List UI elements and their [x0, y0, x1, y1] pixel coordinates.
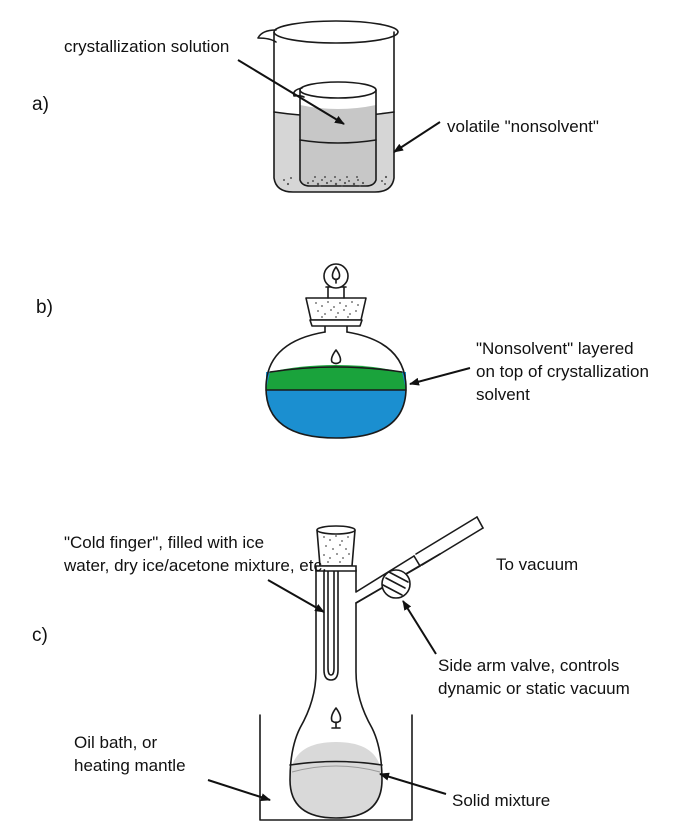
arrow-volatile-nonsolvent: [393, 121, 441, 153]
stopper: [305, 263, 367, 327]
sublimation-flask: [289, 555, 421, 819]
label-layered-line3: solvent: [476, 385, 530, 404]
diagram-a: a): [32, 20, 599, 193]
side-arm-tube: [415, 516, 484, 566]
inner-vial: [292, 81, 377, 187]
solid-mixture-fill: [290, 742, 382, 818]
label-crystallization-solution: crystallization solution: [64, 37, 229, 56]
part-label-c: c): [32, 625, 48, 646]
diagram-c: c): [32, 516, 630, 821]
label-to-vacuum: To vacuum: [496, 555, 578, 574]
outer-beaker-rim: [273, 20, 399, 44]
label-side-arm-line2: dynamic or static vacuum: [438, 679, 630, 698]
label-layered-line1: "Nonsolvent" layered: [476, 339, 634, 358]
heating-bath: [259, 714, 413, 821]
inner-vial-spout: [292, 87, 305, 98]
solid-surface: [289, 760, 383, 766]
cold-finger: [323, 569, 339, 681]
arrow-layered-nonsolvent: [409, 367, 471, 386]
label-oil-bath-line1: Oil bath, or: [74, 733, 157, 752]
drop-mark: [330, 349, 342, 365]
diagram-b: b) "N: [36, 263, 649, 439]
label-layered-line2: on top of crystallization: [476, 362, 649, 381]
label-side-arm-line1: Side arm valve, controls: [438, 656, 619, 675]
crystal-speckles: [283, 175, 388, 187]
outer-beaker-walls: [273, 31, 395, 193]
arrow-oil-bath: [207, 779, 271, 802]
label-cold-finger-line2: water, dry ice/acetone mixture, etc.: [63, 556, 327, 575]
cold-finger-inner: [327, 569, 335, 676]
outer-beaker-spout: [257, 29, 277, 43]
arrow-crystallization-solution: [237, 59, 345, 125]
arrow-side-arm-valve: [402, 600, 437, 655]
label-cold-finger-line1: "Cold finger", filled with ice: [64, 533, 264, 552]
inner-solution-surface: [299, 139, 377, 144]
crystallization-solution-liquid: [300, 105, 376, 186]
label-solid-mixture: Solid mixture: [452, 791, 550, 810]
arrow-cold-finger: [267, 579, 325, 613]
side-arm-valve: [381, 569, 411, 599]
nonsolvent-layer: [266, 365, 406, 390]
arrow-solid-mixture: [379, 772, 447, 795]
inner-vial-rim: [299, 81, 377, 99]
label-oil-bath-line2: heating mantle: [74, 756, 186, 775]
part-label-a: a): [32, 94, 49, 115]
flask-body: [265, 331, 407, 439]
label-volatile-nonsolvent: volatile "nonsolvent": [447, 117, 599, 136]
flask-mark: [330, 707, 342, 729]
inner-vial-walls: [299, 89, 377, 187]
liquid-surface-top: [269, 366, 403, 373]
part-label-b: b): [36, 297, 53, 318]
cold-finger-stopper: [315, 525, 357, 572]
